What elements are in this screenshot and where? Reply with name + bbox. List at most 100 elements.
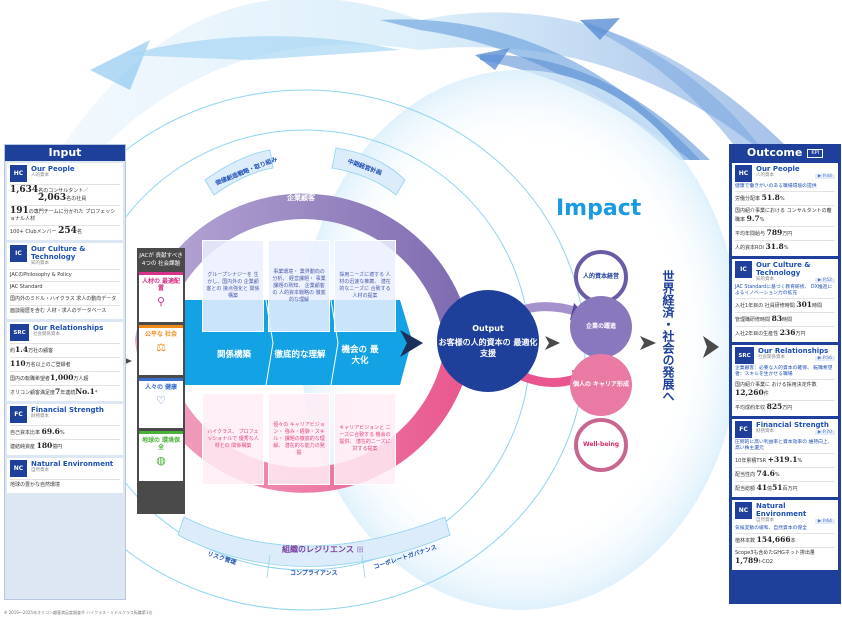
card-lead: 気候変動の緩和、自然資本の保全 <box>735 526 807 531</box>
stat-row: オリコン顧客満足度7年連続No.1* <box>10 385 120 399</box>
input-title: Input <box>5 145 125 161</box>
sweep-arrowhead-2 <box>475 48 510 70</box>
page-link[interactable]: ▶ P.64 <box>814 519 835 524</box>
kpi-row: 配当性向 74.6% <box>735 467 835 481</box>
step3-talent-box: キャリアビジョンと ニーズに合致する 機会の提供、 潜在的ニーズに 対する提案 <box>334 393 396 485</box>
kpi-row: 平均年間給与 789万円 <box>735 226 835 240</box>
stat-row: 約1.4万社の顧客 <box>10 343 120 357</box>
outcome-card-natural: NC Natural Environment 自然資本▶ P.64 気候変動の緩… <box>732 500 838 570</box>
tab-divider-1 <box>266 554 271 579</box>
band-arrowhead <box>400 330 423 357</box>
stat-row: 面談履歴を含む 人材・求人のデータベース <box>10 305 120 317</box>
card-title: Our Relationships <box>33 324 104 332</box>
page-link[interactable]: ▶ P.52 <box>814 278 835 283</box>
card-subtitle: 社会関係資本 <box>33 332 60 337</box>
capital-code-badge: IC <box>10 245 27 262</box>
impact-title: Impact <box>556 196 642 221</box>
page-link[interactable]: ▶ P.44 <box>814 174 835 179</box>
sweep-arrowhead-1 <box>580 18 620 40</box>
stat-row: 191の専門チームに分かれた プロフェッショナル人材 <box>10 205 120 225</box>
org-chart-icon: ⊞ <box>356 545 364 554</box>
page-link[interactable]: ▶ P.70 <box>814 430 835 435</box>
step2-label: 徹底的な理解 <box>274 350 326 360</box>
capital-code-badge: FC <box>10 406 27 423</box>
card-lead: 企業顧客：必要な人的資本の確保、 転職希望者：スキルを生かせる職場 <box>735 366 833 377</box>
stat-row: 連結純資産 180億円 <box>10 439 120 453</box>
impact-to-vertical-arrow <box>640 336 656 350</box>
kpi-row: 入社2年目の生産性 236万円 <box>735 326 835 340</box>
step3-label: 機会の 最大化 <box>341 345 379 366</box>
issue-optimal-placement: 人材の 最適配置⚲ <box>139 272 183 322</box>
kpi-row: 管理職研修時間 83時間 <box>735 312 835 326</box>
issue-health: 人々の 健康♡ <box>139 378 183 428</box>
tab-shape-strategy <box>204 149 274 196</box>
kpi-row: 労働分配率 51.8% <box>735 191 835 205</box>
capital-code-badge: FC <box>735 421 752 438</box>
ring-corporate-clients <box>135 193 470 340</box>
ring-label-talent: 人材 <box>297 519 311 527</box>
outcome-card-our-people: HC Our People 人的資本▶ P.44 健康で働きがいのある職場環境の… <box>732 163 838 256</box>
footnote: ※ 2019～2025年オリコン顧客満足度調査® ハイクラス・ミドルクラス転職第… <box>4 610 153 615</box>
card-title: Our Relationships <box>758 347 829 355</box>
card-subtitle: 知的資本 <box>31 261 49 266</box>
kpi-row: 植林本数 154,666本 <box>735 533 835 547</box>
card-subtitle: 自然資本 <box>31 468 49 473</box>
card-title: Our Culture & Technology <box>756 261 811 277</box>
kpi-row: 人的資本ROI 31.8% <box>735 240 835 254</box>
step1-corporate-box: グループシナジーを 生かし、国内外の 企業顧客との 接点強化と 関係構築 <box>202 240 264 332</box>
impact-corporate-growth: 企業の躍進 <box>570 296 632 358</box>
output-circle: Output お客様の人的資本の 最適化支援 <box>437 290 539 392</box>
output-to-impact-arrow <box>545 336 560 350</box>
step1-label: 関係構築 <box>216 350 251 360</box>
globe-icon: ◍ <box>156 454 166 467</box>
global-development-text: 世界経済・社会の発展へ <box>661 270 675 402</box>
social-issues-column: JACが 貢献すべき 4つの 社会課題 人材の 最適配置⚲ 公平な 社会⚖ 人々… <box>137 248 185 514</box>
kpi-row: 平均成約年収 825万円 <box>735 400 835 414</box>
issues-heading: JACが 貢献すべき 4つの 社会課題 <box>139 253 183 267</box>
tab-shape-bottom <box>177 516 451 567</box>
sweep-arrow-left-2 <box>125 36 400 60</box>
output-title: Output <box>472 323 504 333</box>
card-subtitle: 人的資本 <box>756 173 774 178</box>
scales-icon: ⚖ <box>156 341 166 354</box>
output-text: お客様の人的資本の 最適化支援 <box>438 337 538 358</box>
input-card-natural: NC Natural Environment 自然資本 地球の豊かな自然環境 <box>7 458 123 493</box>
kpi-row: 国内紹介事業における コンサルタントの離職率 9.7% <box>735 205 835 226</box>
kpi-row: 配当総額 41億51百万円 <box>735 481 835 495</box>
input-card-relationships: SRC Our Relationships 社会関係資本 約1.4万社の顧客 1… <box>7 322 123 401</box>
capital-code-badge: NC <box>735 502 752 519</box>
stat-row: JACのPhilosophy & Policy <box>10 269 120 281</box>
step3-corporate-box: 採用ニーズに適する 人材の迅速な推薦、 潜在的なニーズに 合致する人材の提案 <box>334 240 396 332</box>
stat-row: 地球の豊かな自然環境 <box>10 479 120 491</box>
outcome-card-relationships: SRC Our Relationships 社会関係資本 ▶ P.56 企業顧客：… <box>732 345 838 416</box>
issue-fair-society: 公平な 社会⚖ <box>139 325 183 375</box>
card-lead: 健康で働きがいのある職場環境の提供 <box>735 184 817 189</box>
capital-code-badge: NC <box>10 460 27 477</box>
card-lead: JAC Standardに基づく教育研修、 DX推進によるイノベーション力の拡充 <box>735 285 833 296</box>
card-subtitle: 自然資本 <box>756 518 774 523</box>
card-subtitle: 財務資本 <box>31 414 49 419</box>
kpi-row: 入社1年目の 社員研修時間 301時間 <box>735 298 835 312</box>
issue-environment: 地球の 環境保全◍ <box>139 431 183 481</box>
ring-label-corporate: 企業顧客 <box>287 194 315 202</box>
card-subtitle: 社会関係資本 <box>758 355 785 360</box>
capital-code-badge: SRC <box>10 324 29 341</box>
tab-shape-midterm <box>331 147 406 196</box>
outcome-card-financial: FC Financial Strength 財務資本▶ P.70 圧倒的に高い利… <box>732 419 838 497</box>
stat-row: 100+ Clubメンバー 254名 <box>10 225 120 238</box>
stat-row: 国内外のミドル・ハイクラス 求人の動向データ <box>10 293 120 305</box>
heart-pulse-icon: ♡ <box>156 394 166 407</box>
capital-code-badge: SRC <box>735 347 754 364</box>
card-title: Financial Strength <box>31 406 104 414</box>
card-subtitle: 知的資本 <box>756 277 774 282</box>
vertical-to-outcome-arrow <box>703 336 719 358</box>
tab-divider-2 <box>361 554 366 579</box>
stat-row: JAC Standard <box>10 281 120 293</box>
card-title: Natural Environment <box>31 460 114 468</box>
card-title: Our People <box>31 165 75 173</box>
page-link[interactable]: ▶ P.56 <box>814 356 835 361</box>
step2-corporate-box: 事業環境・ 業界動向の分析、 経営課題・ 事業課題の熟知、 企業顧客の 人的資本… <box>268 240 330 332</box>
